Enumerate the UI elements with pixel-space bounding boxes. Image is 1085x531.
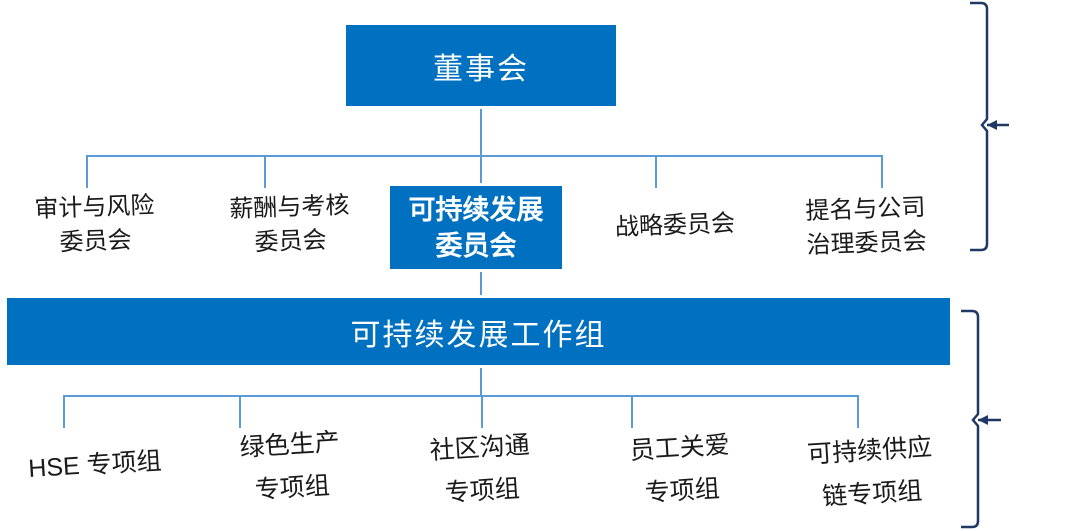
connector-drop-supply-chain xyxy=(857,395,859,428)
connector-bar-down xyxy=(480,368,482,396)
committee-label-line2: 委员会 xyxy=(435,230,517,261)
node-remuneration-assessment-committee: 薪酬与考核 委员会 xyxy=(194,188,386,263)
connector-committee-rail xyxy=(87,155,883,157)
node-green-production-task-group: 绿色生产 专项组 xyxy=(194,418,389,515)
node-sustainable-development-committee: 可持续发展 委员会 xyxy=(387,183,565,272)
node-nomination-governance-committee: 提名与公司 治理委员会 xyxy=(770,190,962,265)
node-board-of-directors: 董事会 xyxy=(343,22,619,109)
committee-label-line1: 战略委员会 xyxy=(614,209,736,242)
connector-committee-to-bar xyxy=(480,272,482,296)
node-sustainable-development-working-group: 可持续发展工作组 xyxy=(4,295,953,368)
connector-drop-remuneration xyxy=(264,155,266,188)
committee-label-line1: 可持续发展 xyxy=(408,194,544,225)
node-sustainable-supply-chain-task-group: 可持续供应 链专项组 xyxy=(774,424,969,521)
bracket-top-icon xyxy=(970,1,1009,252)
connector-drop-strategy xyxy=(655,155,657,188)
committee-label-line2: 治理委员会 xyxy=(806,227,928,260)
connector-drop-nomination xyxy=(881,155,883,188)
connector-drop-employee-care xyxy=(631,395,633,428)
node-community-communication-task-group: 社区沟通 专项组 xyxy=(384,421,579,518)
working-group-label: 可持续发展工作组 xyxy=(350,318,607,352)
connector-board-down xyxy=(480,109,482,156)
node-audit-risk-committee: 审计与风险 委员会 xyxy=(0,188,191,263)
connector-drop-hse xyxy=(63,395,65,428)
connector-drop-community xyxy=(481,395,483,428)
node-strategy-committee: 战略委员会 xyxy=(579,206,770,247)
node-hse-task-group: HSE 专项组 xyxy=(0,438,191,493)
task-group-label-line1: HSE 专项组 xyxy=(27,446,163,484)
committee-label-line2: 委员会 xyxy=(254,226,328,257)
committee-label-line2: 委员会 xyxy=(59,226,133,257)
connector-drop-green-production xyxy=(239,395,241,428)
node-employee-care-task-group: 员工关爱 专项组 xyxy=(584,421,779,518)
node-board-label: 董事会 xyxy=(433,52,529,86)
connector-drop-sustainability xyxy=(480,155,482,183)
connector-drop-audit xyxy=(86,155,88,188)
connector-taskgroup-rail xyxy=(64,395,859,397)
